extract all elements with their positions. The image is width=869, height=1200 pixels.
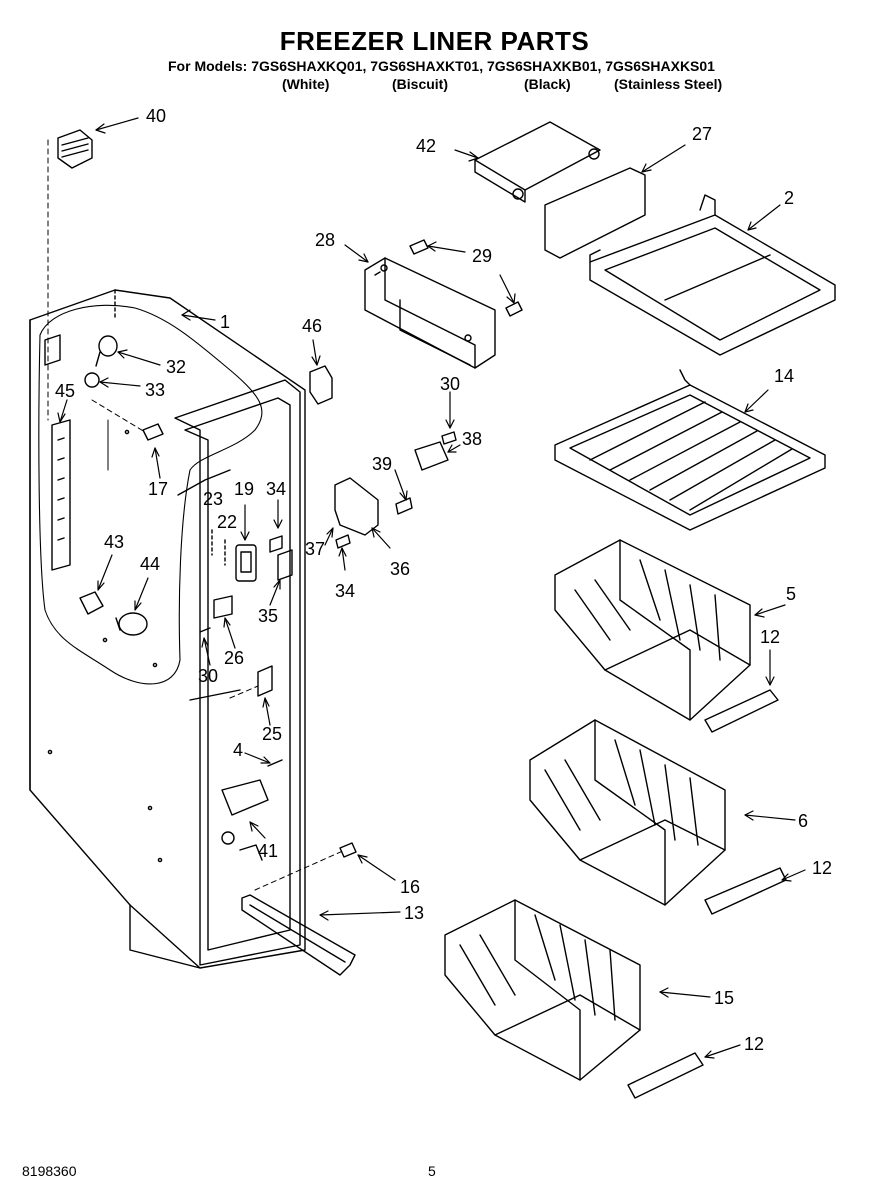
callout-22: 22 [217,512,237,532]
callout-30-lower: 30 [198,666,218,686]
page-number: 5 [428,1163,436,1179]
basket-part-5 [554,539,751,721]
trim-part-12b [704,867,787,915]
bracket-part-38 [414,431,457,471]
finish-stainless: (Stainless Steel) [614,76,723,92]
clip-part-17 [91,399,164,471]
callout-39: 39 [372,454,392,474]
callout-44: 44 [140,554,160,574]
vent-part-40 [47,129,93,421]
panel-part-27 [544,167,646,259]
clip-part-46 [309,365,333,405]
light-bulb-part-44 [79,591,148,636]
callout-45: 45 [55,381,75,401]
rail-part-13 [241,849,356,976]
document-number: 8198360 [22,1163,77,1179]
light-socket-part-32 [84,335,118,388]
page-title: FREEZER LINER PARTS [279,26,590,56]
callout-33: 33 [145,380,165,400]
callout-36: 36 [390,559,410,579]
finish-biscuit: (Biscuit) [392,76,448,92]
bracket-part-42 [474,121,601,203]
screw-part-29a [409,239,429,255]
screw-part-16 [339,842,357,858]
finish-white: (White) [282,76,330,92]
callout-26: 26 [224,648,244,668]
duct-part-28 [364,257,496,369]
callout-29: 29 [472,246,492,266]
callout-35: 35 [258,606,278,626]
callout-37: 37 [305,539,325,559]
callout-13: 13 [404,903,424,923]
callout-2: 2 [784,188,794,208]
wire-shelf-part-14 [554,369,826,531]
callout-19: 19 [234,479,254,499]
callout-30-upper: 30 [440,374,460,394]
callout-1: 1 [220,312,230,332]
callout-17: 17 [148,479,168,499]
screw-part-29b [505,301,523,317]
finish-black: (Black) [524,76,571,92]
callout-labels: 40 1 42 27 2 28 29 46 32 33 45 17 30 38 … [55,106,832,1054]
shelf-frame-part-2 [589,194,836,356]
callout-14: 14 [774,366,794,386]
leader-lines [57,117,806,1059]
callout-43: 43 [104,532,124,552]
trim-part-12c [627,1052,704,1099]
callout-25: 25 [262,724,282,744]
cover-part-36 [334,477,413,549]
callout-41: 41 [258,841,278,861]
callout-42: 42 [416,136,436,156]
callout-32: 32 [166,357,186,377]
callout-34-right: 34 [335,581,355,601]
callout-23: 23 [203,489,223,509]
callout-12-middle: 12 [812,858,832,878]
freezer-liner-drawing [29,289,306,969]
callout-16: 16 [400,877,420,897]
callout-12-upper: 12 [760,627,780,647]
trim-part-12a [704,689,779,733]
callout-27: 27 [692,124,712,144]
callout-12-lower: 12 [744,1034,764,1054]
callout-4: 4 [233,740,243,760]
callout-15: 15 [714,988,734,1008]
callout-46: 46 [302,316,322,336]
callout-6: 6 [798,811,808,831]
model-list: For Models: 7GS6SHAXKQ01, 7GS6SHAXKT01, … [168,58,715,74]
callout-28: 28 [315,230,335,250]
callout-5: 5 [786,584,796,604]
basket-part-15 [444,899,641,1081]
callout-38: 38 [462,429,482,449]
callout-40: 40 [146,106,166,126]
basket-part-6 [529,719,726,906]
callout-34-left: 34 [266,479,286,499]
control-components [199,529,293,861]
